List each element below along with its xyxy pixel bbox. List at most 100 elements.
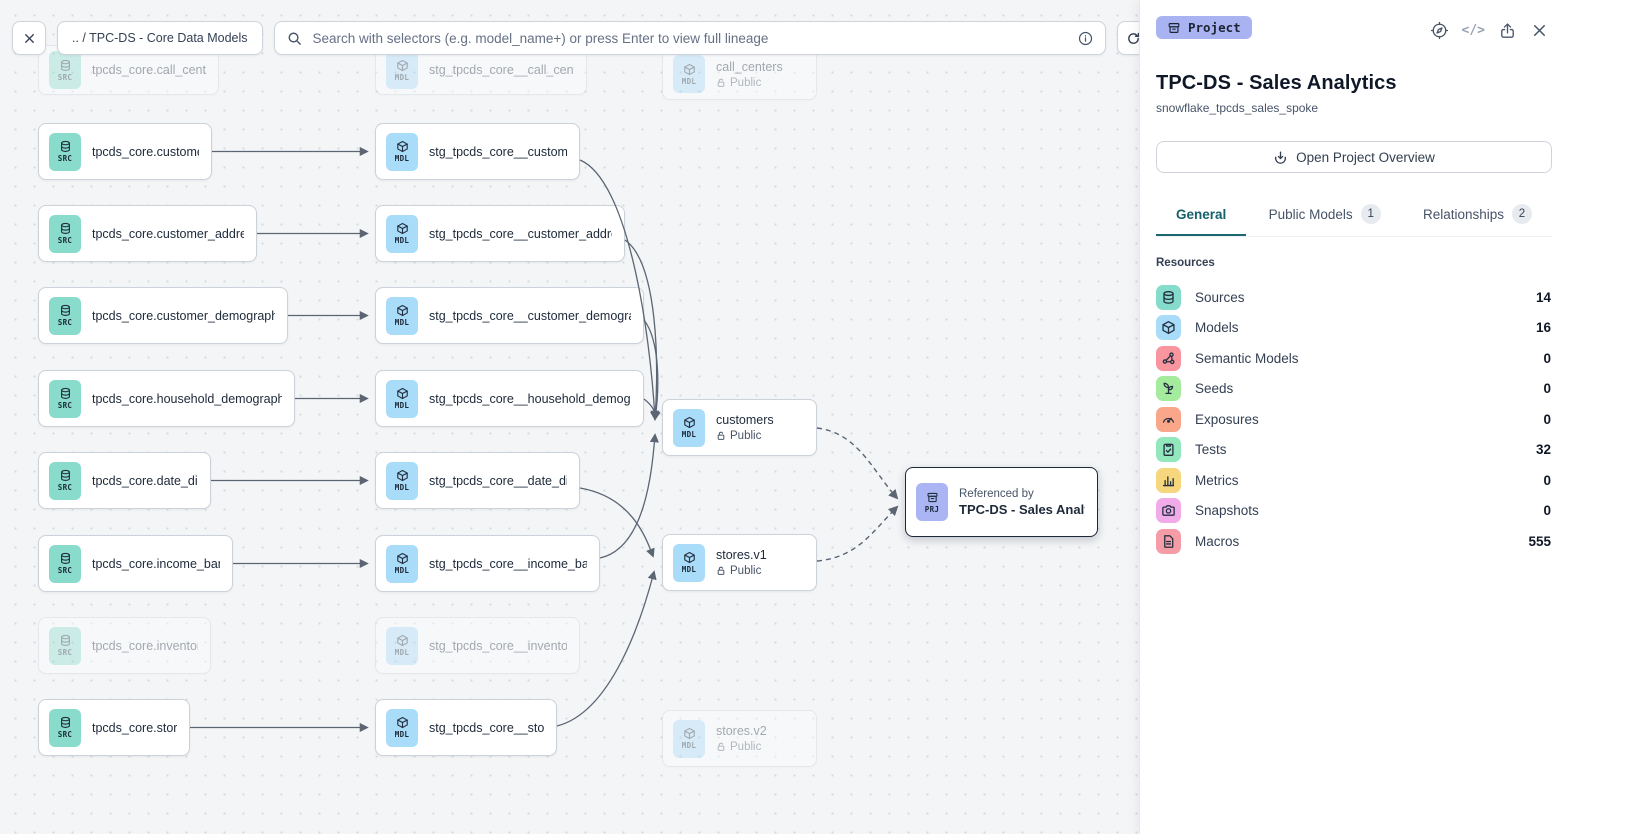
node-text: tpcds_core.income_band (92, 557, 220, 571)
node-text: stg_tpcds_core__inventory (429, 639, 567, 653)
mdl-badge: MDL (386, 296, 418, 335)
node-kind-label: MDL (394, 730, 410, 739)
lineage-toolbar: .. / TPC-DS - Core Data Models (12, 21, 1139, 55)
node-kind-label: SRC (57, 318, 73, 327)
node-src-inventory[interactable]: SRC tpcds_core.inventory (38, 617, 211, 674)
search-input[interactable] (310, 29, 1069, 47)
tab-public-models-label: Public Models (1268, 206, 1353, 222)
src-badge: SRC (49, 214, 81, 253)
mdl-badge: MDL (673, 543, 705, 582)
cube-icon (396, 552, 409, 565)
node-stg-customer-demographics[interactable]: MDL stg_tpcds_core__customer_demogra... (375, 287, 644, 344)
src-badge: SRC (49, 626, 81, 665)
share-icon (1498, 21, 1517, 40)
share-button[interactable] (1496, 19, 1519, 42)
node-kind-label: MDL (394, 566, 410, 575)
database-icon (59, 304, 72, 317)
lock-open-icon (716, 78, 726, 88)
cube-icon (683, 416, 696, 429)
node-stg-income-band[interactable]: MDL stg_tpcds_core__income_band (375, 535, 600, 592)
node-stg-store[interactable]: MDL stg_tpcds_core__store (375, 699, 557, 756)
mdl-badge: MDL (386, 132, 418, 171)
node-text: stg_tpcds_core__call_center (429, 63, 574, 77)
open-project-overview-button[interactable]: Open Project Overview (1156, 141, 1552, 173)
breadcrumb[interactable]: .. / TPC-DS - Core Data Models (57, 21, 263, 55)
node-label: stg_tpcds_core__income_band (429, 556, 587, 571)
resource-count-tests: 32 (1535, 442, 1551, 458)
cube-icon (396, 387, 409, 400)
cube-icon (396, 222, 409, 235)
node-text: stg_tpcds_core__customer_demogra... (429, 309, 631, 323)
database-icon (59, 222, 72, 235)
node-kind-label: MDL (394, 236, 410, 245)
refresh-button[interactable] (1116, 21, 1139, 55)
cube-icon (396, 634, 409, 647)
tab-relationships[interactable]: Relationships 2 (1403, 199, 1552, 236)
resource-label-models: Models (1195, 320, 1239, 336)
info-icon[interactable] (1078, 31, 1093, 46)
node-kind-label: MDL (681, 76, 697, 86)
node-text: stg_tpcds_core__store (429, 721, 544, 735)
explore-lineage-button[interactable] (1428, 19, 1451, 42)
node-label: customers (716, 413, 774, 427)
node-referenced-by-label: Referenced by (959, 487, 1034, 500)
project-detail-panel: Project </> (1139, 0, 1648, 834)
breadcrumb-label: .. / TPC-DS - Core Data Models (72, 31, 248, 45)
close-panel-button[interactable] (1528, 19, 1551, 42)
tab-general[interactable]: General (1156, 199, 1247, 236)
camera-icon (1156, 498, 1181, 524)
tab-general-label: General (1176, 206, 1227, 222)
resource-label-tests: Tests (1195, 442, 1227, 458)
project-subtitle: snowflake_tpcds_sales_spoke (1156, 101, 1319, 115)
mdl-badge: MDL (386, 379, 418, 418)
resource-count-seeds: 0 (1543, 381, 1551, 397)
src-badge: SRC (49, 51, 81, 89)
resource-label-macros: Macros (1195, 533, 1240, 549)
src-badge: SRC (49, 708, 81, 747)
node-label: TPC-DS - Sales Analytics (959, 501, 1085, 517)
view-code-button[interactable]: </> (1460, 21, 1487, 40)
node-label: stg_tpcds_core__store (429, 720, 544, 735)
tab-public-models[interactable]: Public Models 1 (1249, 199, 1401, 236)
node-text: tpcds_core.customer_address (92, 227, 244, 241)
node-kind-label: SRC (57, 236, 73, 245)
node-text: tpcds_core.date_dim (92, 474, 198, 488)
seedling-icon (1156, 376, 1181, 402)
tab-public-models-badge: 1 (1360, 204, 1381, 224)
node-label: stg_tpcds_core__inventory (429, 638, 567, 653)
node-label: tpcds_core.customer_address (92, 226, 244, 241)
resource-label-sources: Sources (1195, 289, 1245, 305)
node-kind-label: SRC (57, 648, 73, 657)
edge-stg-household-demographics-to-customers (643, 398, 660, 420)
tab-relationships-label: Relationships (1422, 206, 1504, 222)
node-text: tpcds_core.inventory (92, 639, 198, 653)
node-label: tpcds_core.household_demographics (92, 391, 282, 406)
tab-relationships-badge: 2 (1512, 204, 1532, 224)
node-src-customer-address[interactable]: SRC tpcds_core.customer_address (38, 205, 257, 262)
close-icon (1530, 21, 1549, 40)
close-lineage-button[interactable] (12, 21, 46, 55)
node-kind-label: MDL (394, 401, 410, 410)
